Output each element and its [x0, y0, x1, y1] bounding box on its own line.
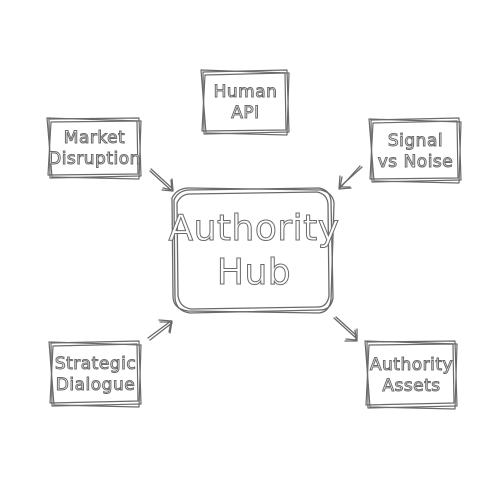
- node-human-api: Human API: [203, 72, 288, 134]
- node-strategic-dialogue: Strategic Dialogue: [51, 344, 140, 406]
- authority-assets-line2: Assets: [382, 375, 441, 396]
- arrow-market-to-hub: [149, 168, 174, 192]
- human-api-line1: Human: [213, 82, 278, 103]
- authority-hub-line2: Hub: [216, 252, 292, 294]
- node-authority-assets: Authority Assets: [367, 343, 456, 408]
- signal-vs-noise-box: [368, 117, 462, 184]
- strategic-dialogue-line2: Dialogue: [55, 375, 136, 396]
- market-disruption-line2: Disruption: [48, 149, 141, 170]
- signal-vs-noise-line2: vs Noise: [377, 151, 454, 172]
- strategic-dialogue-box: [48, 340, 142, 408]
- authority-assets-line1: Authority: [369, 354, 454, 375]
- authority-hub-line1: Authority: [168, 208, 340, 250]
- arrow-dialogue-to-hub: [147, 319, 173, 341]
- node-market-disruption: Market Disruption: [48, 120, 141, 178]
- market-disruption-line1: Market: [63, 128, 126, 149]
- arrow-signal-to-hub: [338, 165, 363, 190]
- signal-vs-noise-line1: Signal: [387, 130, 444, 151]
- human-api-box: [200, 69, 290, 136]
- node-authority-hub: Authority Hub: [168, 192, 340, 310]
- strategic-dialogue-line1: Strategic: [54, 354, 137, 375]
- market-disruption-box: [46, 117, 142, 180]
- authority-hub-box: [171, 187, 335, 314]
- node-signal-vs-noise: Signal vs Noise: [371, 121, 460, 182]
- human-api-line2: API: [231, 103, 260, 124]
- authority-assets-box: [364, 340, 458, 410]
- arrow-hub-to-assets: [333, 316, 358, 342]
